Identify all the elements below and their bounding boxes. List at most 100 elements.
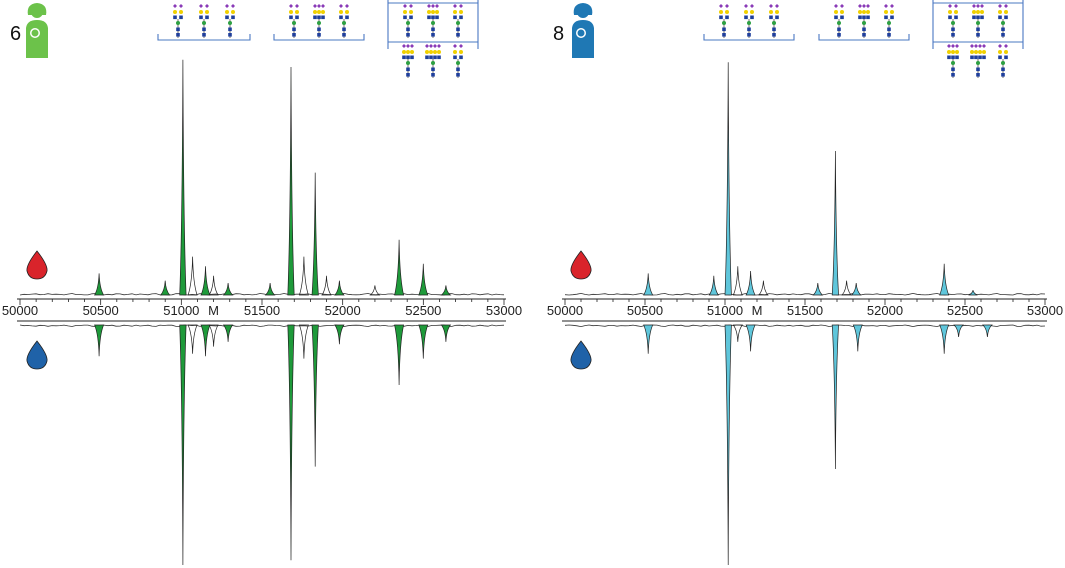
- galactose-icon: [313, 10, 317, 14]
- peak: [850, 282, 862, 296]
- galactose-icon: [998, 50, 1002, 54]
- sialic-acid-icon: [1004, 44, 1008, 48]
- galactose-icon: [345, 10, 349, 14]
- sialic-acid-icon: [435, 4, 439, 8]
- x-tick-label: 51000: [707, 303, 743, 318]
- peak: [643, 324, 654, 354]
- glcnac-icon: [225, 15, 229, 20]
- mannose-icon: [951, 21, 955, 25]
- peak: [321, 275, 332, 296]
- sialic-acid-icon: [982, 44, 986, 48]
- glcnac-icon: [719, 15, 723, 20]
- sialic-acid-icon: [980, 4, 984, 8]
- red-blood-drop-icon: [26, 250, 48, 280]
- peak: [440, 324, 452, 342]
- glcnac-icon: [862, 27, 866, 32]
- peak: [187, 324, 198, 354]
- peak: [418, 263, 429, 296]
- mother-hair: [27, 3, 47, 15]
- glcnac-icon: [406, 55, 410, 60]
- glcnac-icon: [884, 15, 888, 20]
- peak: [200, 324, 211, 357]
- glycan-structure-icon: [225, 4, 235, 38]
- glycan-structure-icon: [403, 4, 413, 38]
- glcnac-icon: [862, 33, 866, 37]
- peak: [831, 324, 839, 470]
- glycan-structure-icon: [313, 4, 325, 38]
- sialic-acid-icon: [834, 4, 838, 8]
- glycan-structure-icon: [947, 44, 959, 78]
- glcnac-icon: [976, 67, 980, 72]
- glycan-structure-icon: [834, 4, 844, 38]
- glycan-structure-icon: [425, 44, 441, 78]
- galactose-icon: [982, 50, 986, 54]
- sialic-acid-icon: [998, 4, 1002, 8]
- galactose-icon: [719, 10, 723, 14]
- galactose-icon: [173, 10, 177, 14]
- glcnac-icon: [406, 33, 410, 37]
- glcnac-icon: [459, 55, 463, 60]
- galactose-icon: [954, 10, 958, 14]
- glcnac-icon: [202, 33, 206, 37]
- glcnac-icon: [435, 15, 439, 20]
- glcnac-icon: [403, 15, 407, 20]
- sialic-acid-icon: [947, 44, 951, 48]
- sialic-acid-icon: [199, 4, 203, 8]
- peak: [287, 66, 295, 296]
- x-tick-label: 50000: [2, 303, 38, 318]
- peak: [440, 285, 452, 296]
- peak: [852, 324, 863, 352]
- sialic-acid-icon: [459, 4, 463, 8]
- spectrum-top-baseline: [19, 292, 505, 296]
- glcnac-icon: [453, 15, 457, 20]
- peak: [298, 256, 309, 296]
- galactose-icon: [998, 10, 1002, 14]
- glcnac-icon: [948, 15, 952, 20]
- glycan-bracket: [273, 34, 365, 41]
- x-tick-label: M: [208, 303, 219, 318]
- peak: [93, 273, 105, 296]
- galactose-icon: [435, 10, 439, 14]
- sialic-acid-icon: [289, 4, 293, 8]
- glycan-structure-icon: [948, 4, 958, 38]
- sialic-acid-icon: [453, 4, 457, 8]
- baby-face: [577, 29, 585, 37]
- mannose-icon: [837, 21, 841, 25]
- mannose-icon: [976, 61, 980, 65]
- spectrum-top: [19, 59, 505, 296]
- sialic-acid-icon: [951, 44, 955, 48]
- sialic-acid-icon: [725, 4, 729, 8]
- sialic-acid-icon: [425, 44, 429, 48]
- glycan-structure-icon: [744, 4, 754, 38]
- glcnac-icon: [292, 27, 296, 32]
- peak: [643, 273, 654, 296]
- glcnac-icon: [431, 73, 435, 77]
- glcnac-icon: [955, 55, 959, 60]
- glcnac-icon: [410, 55, 414, 60]
- glcnac-icon: [722, 33, 726, 37]
- glcnac-icon: [887, 33, 891, 37]
- sialic-acid-icon: [313, 4, 317, 8]
- glcnac-icon: [339, 15, 343, 20]
- glcnac-icon: [317, 15, 321, 20]
- glcnac-icon: [228, 33, 232, 37]
- mannose-icon: [176, 21, 180, 25]
- galactose-icon: [775, 10, 779, 14]
- x-tick-label: 53000: [1027, 303, 1063, 318]
- mannose-icon: [406, 21, 410, 25]
- peak: [208, 324, 219, 347]
- sialic-acid-icon: [321, 4, 325, 8]
- sialic-acid-icon: [970, 44, 974, 48]
- peak: [732, 266, 743, 296]
- galactose-icon: [947, 50, 951, 54]
- galactose-icon: [970, 50, 974, 54]
- peak: [841, 280, 852, 296]
- sialic-acid-icon: [427, 4, 431, 8]
- glcnac-icon: [317, 27, 321, 32]
- peak: [758, 280, 769, 296]
- x-tick-label: 53000: [486, 303, 522, 318]
- glcnac-icon: [292, 33, 296, 37]
- sialic-acid-icon: [205, 4, 209, 8]
